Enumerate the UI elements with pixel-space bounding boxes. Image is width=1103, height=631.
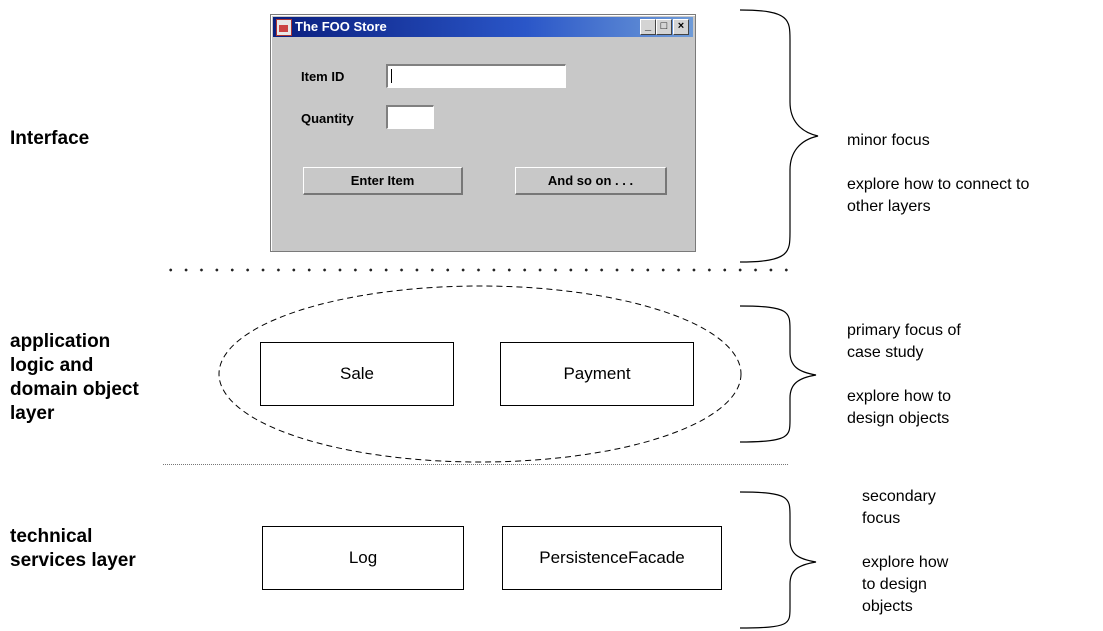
note-line: other layers <box>847 198 931 215</box>
note-line: explore how to connect to <box>847 176 1030 193</box>
note-line <box>847 152 1029 174</box>
layer-label-domain: application logic and domain object laye… <box>10 330 139 426</box>
note-line <box>862 530 948 552</box>
technical-brace <box>739 491 817 629</box>
interface-brace <box>739 9 819 263</box>
item-id-label: Item ID <box>301 69 345 84</box>
note-line: secondary <box>862 488 936 505</box>
layer-label-technical: technical services layer <box>10 525 136 573</box>
maximize-icon[interactable]: □ <box>656 19 672 35</box>
foo-store-window: The FOO Store _ □ × Item ID Quantity Ent… <box>270 14 696 252</box>
window-title: The FOO Store <box>295 19 387 34</box>
domain-group-ellipse <box>218 285 742 463</box>
layer-label-line: application <box>10 331 111 352</box>
sale-box: Sale <box>260 342 454 406</box>
note-line: explore how <box>862 554 949 571</box>
note-line: explore how to <box>847 388 952 405</box>
and-so-on-button[interactable]: And so on . . . <box>515 167 667 195</box>
layer-label-line: layer <box>10 403 55 424</box>
technical-note: secondary focus explore how to design ob… <box>862 486 948 618</box>
close-icon[interactable]: × <box>673 19 689 35</box>
persistence-facade-box: PersistenceFacade <box>502 526 722 590</box>
enter-item-button[interactable]: Enter Item <box>303 167 463 195</box>
layer-label-line: domain object <box>10 379 139 400</box>
layer-label-interface: Interface <box>10 127 89 151</box>
minimize-icon[interactable]: _ <box>640 19 656 35</box>
app-icon <box>276 19 292 36</box>
note-line: to design <box>862 576 927 593</box>
note-line <box>847 364 961 386</box>
layer-label-line: services layer <box>10 550 136 571</box>
note-line: design objects <box>847 410 950 427</box>
fine-separator <box>163 464 788 465</box>
dotted-separator <box>163 265 788 275</box>
domain-note: primary focus of case study explore how … <box>847 320 961 430</box>
window-titlebar[interactable]: The FOO Store _ □ × <box>273 17 693 37</box>
note-line: minor focus <box>847 132 930 149</box>
note-line: focus <box>862 510 901 527</box>
note-line: objects <box>862 598 913 615</box>
note-line: case study <box>847 344 924 361</box>
layer-label-line: technical <box>10 526 93 547</box>
layer-label-line: Interface <box>10 128 90 149</box>
interface-note: minor focus explore how to connect to ot… <box>847 130 1029 218</box>
payment-box: Payment <box>500 342 694 406</box>
item-id-input[interactable] <box>386 64 566 88</box>
layer-label-line: logic and <box>10 355 94 376</box>
text-caret <box>391 69 392 83</box>
quantity-label: Quantity <box>301 111 354 126</box>
quantity-input[interactable] <box>386 105 434 129</box>
note-line: primary focus of <box>847 322 961 339</box>
log-box: Log <box>262 526 464 590</box>
domain-brace <box>739 305 817 443</box>
